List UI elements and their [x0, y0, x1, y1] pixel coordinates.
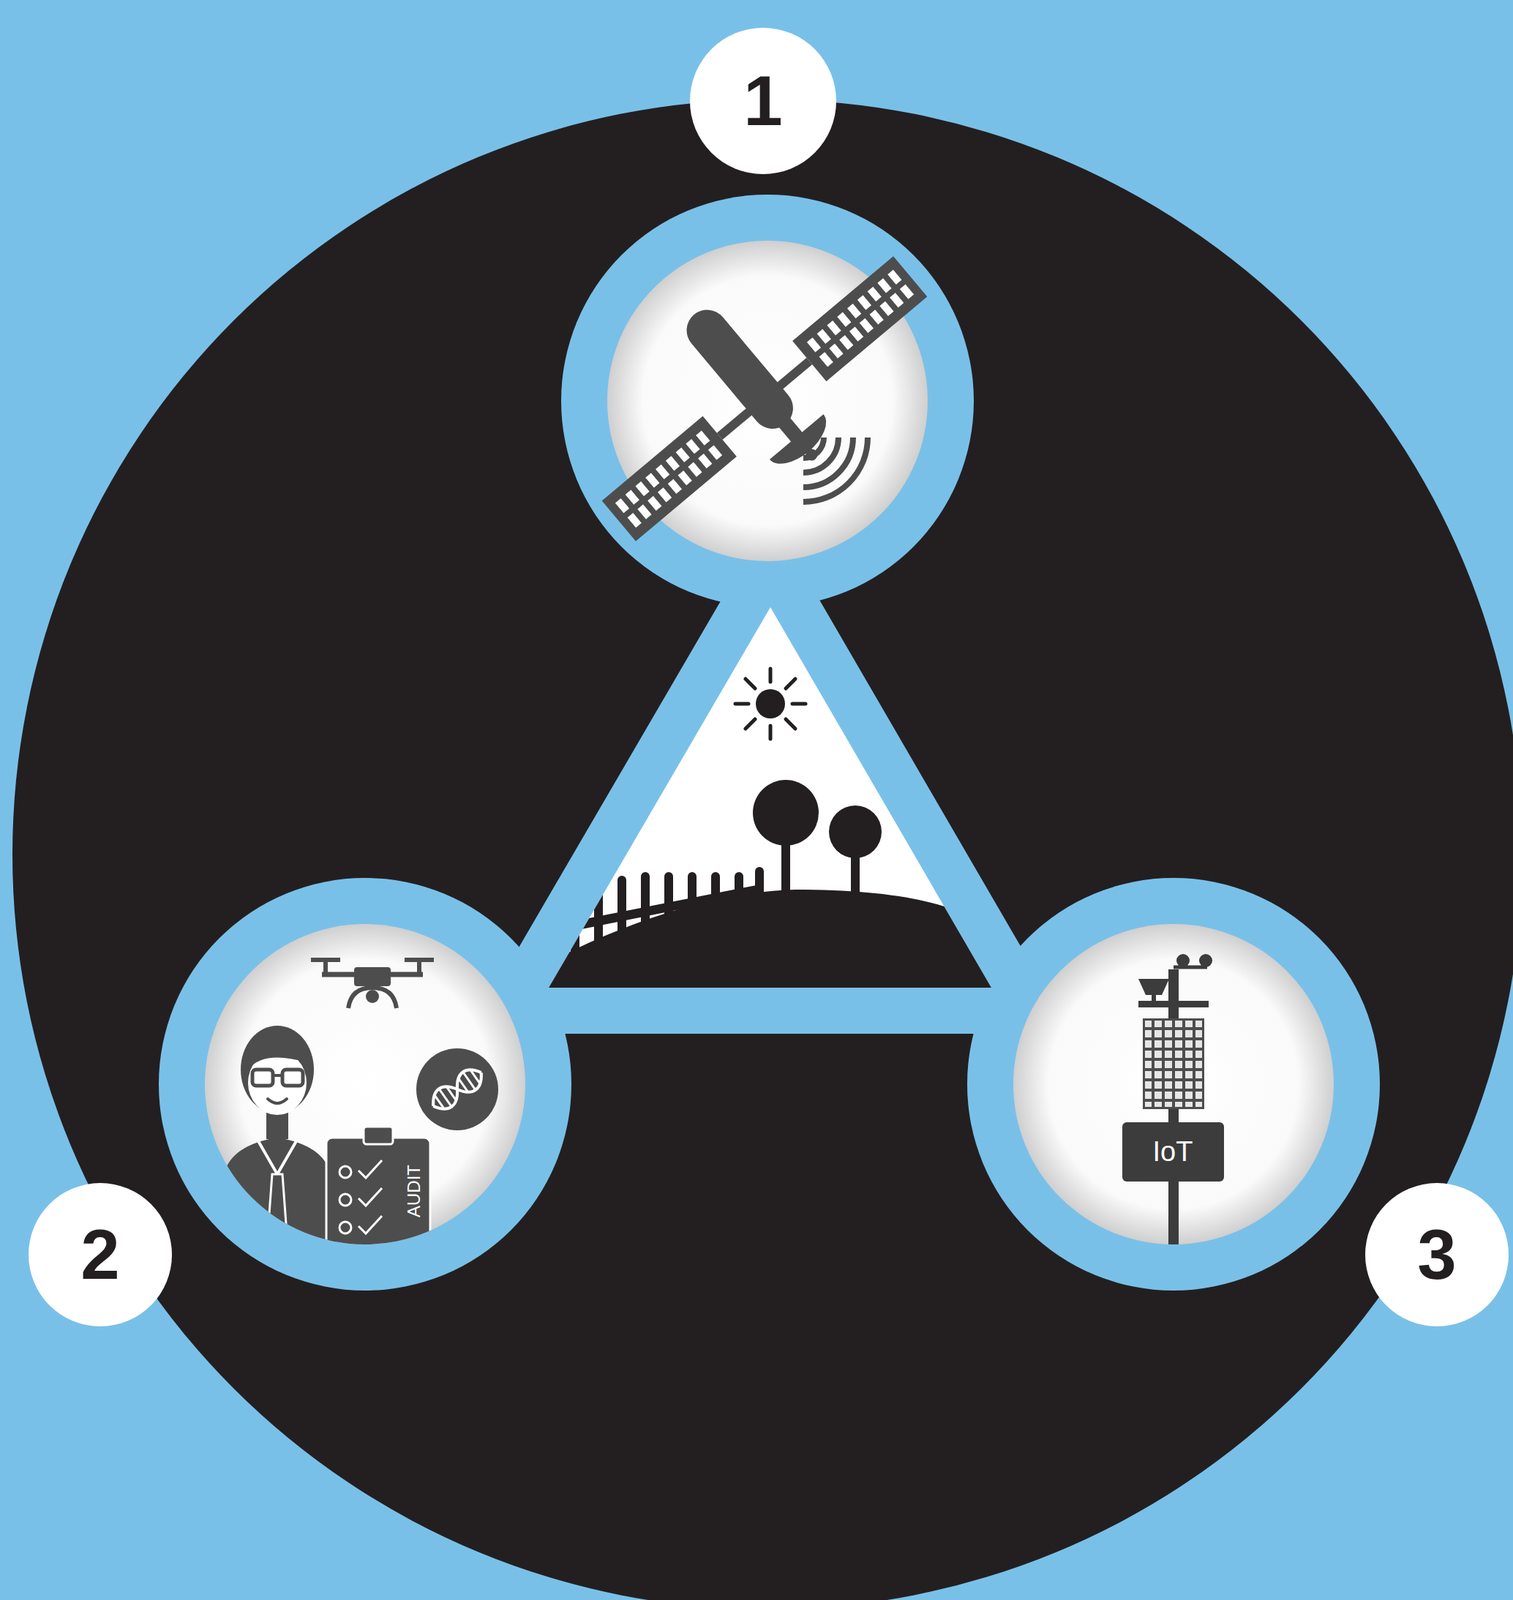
illustration-part: [434, 1095, 445, 1109]
illustration-part: [310, 957, 341, 963]
illustration-part: [1122, 1122, 1225, 1182]
illustration-part: [803, 437, 854, 488]
illustration-part: [602, 416, 737, 542]
illustration-part: [458, 1078, 469, 1092]
illustration-part: [755, 689, 786, 719]
illustration-part: [446, 1087, 456, 1101]
illustration-part: [365, 989, 379, 1004]
illustration-part: [1138, 978, 1170, 996]
callout-number: 2: [80, 1219, 120, 1290]
illustration-part: [257, 1139, 298, 1175]
illustration-part: [1176, 954, 1190, 968]
illustration-part: [358, 1188, 382, 1206]
callout-badge: 1: [689, 27, 837, 175]
clipboard-icon: [326, 1126, 431, 1263]
device-label: IoT: [1153, 1137, 1194, 1166]
illustration-part: [272, 1074, 283, 1077]
clipboard-label: AUDIT: [405, 1164, 423, 1218]
illustration-part: [768, 668, 773, 682]
illustration-part: [1142, 1018, 1205, 1110]
trees: [752, 779, 882, 900]
iot-station-icon: [1122, 954, 1225, 1248]
illustration-part: [158, 877, 572, 1291]
illustration-part: [326, 1137, 431, 1263]
illustration-part: [427, 1063, 488, 1115]
callout-badge: 2: [28, 1183, 172, 1327]
illustration-part: [358, 1160, 382, 1178]
illustration-part: [745, 678, 756, 689]
callout-number: 1: [743, 65, 783, 137]
illustration-part: [561, 194, 974, 608]
illustration-part: [1199, 954, 1213, 968]
callout-badge: 3: [1365, 1183, 1509, 1327]
illustration-part: [803, 437, 868, 502]
illustration-part: [339, 1194, 352, 1206]
illustration-part: [610, 425, 728, 532]
illustration-part: [785, 719, 796, 729]
dna-icon: [416, 1048, 499, 1131]
illustration-part: [678, 301, 802, 437]
illustration-part: [427, 1063, 488, 1115]
illustration-part: [358, 1215, 382, 1234]
illustration-part: [404, 957, 434, 963]
illustration-part: [1144, 1020, 1203, 1107]
illustration-part: [803, 437, 824, 458]
signal-waves: [803, 437, 868, 502]
illustration-part: [792, 256, 927, 382]
illustration-part: [785, 678, 796, 689]
illustration-part: [803, 437, 839, 473]
person-icon: [216, 1025, 339, 1266]
satellite-icon: [547, 192, 961, 582]
illustration-part: [248, 1046, 307, 1070]
sun: [735, 668, 806, 739]
callout-number: 3: [1417, 1219, 1456, 1290]
illustration-part: [267, 1098, 287, 1104]
satellite-circle: [561, 194, 974, 608]
illustration-part: [354, 967, 391, 987]
illustration-part: [427, 1063, 488, 1115]
drone-icon: [310, 959, 434, 1009]
illustration-part: [792, 702, 806, 707]
illustration-part: [348, 987, 397, 1009]
illustration-part: [1138, 1000, 1209, 1008]
illustration-part: [768, 725, 773, 739]
illustration-part: [282, 1069, 303, 1086]
illustration-part: [267, 1174, 288, 1256]
illustration-part: [735, 702, 749, 707]
illustration-part: [339, 1160, 382, 1234]
illustration-part: [216, 1137, 339, 1266]
team-circle: [158, 877, 572, 1291]
black-disc: [12, 99, 1513, 1600]
illustration-part: [363, 1126, 393, 1145]
team-icons: [216, 959, 499, 1266]
illustration-part: [745, 719, 756, 729]
illustration-part: [801, 265, 919, 372]
illustration-part: [470, 1070, 480, 1084]
illustration-part: [607, 240, 928, 562]
landscape: [512, 668, 1025, 996]
illustration-part: [252, 1069, 273, 1086]
illustration-part: [339, 1166, 352, 1178]
iot-circle: [967, 877, 1380, 1291]
hill: [512, 889, 1025, 996]
illustration-part: [339, 1221, 352, 1234]
illustration-part: [416, 1048, 499, 1131]
illustration-part: [967, 877, 1380, 1291]
